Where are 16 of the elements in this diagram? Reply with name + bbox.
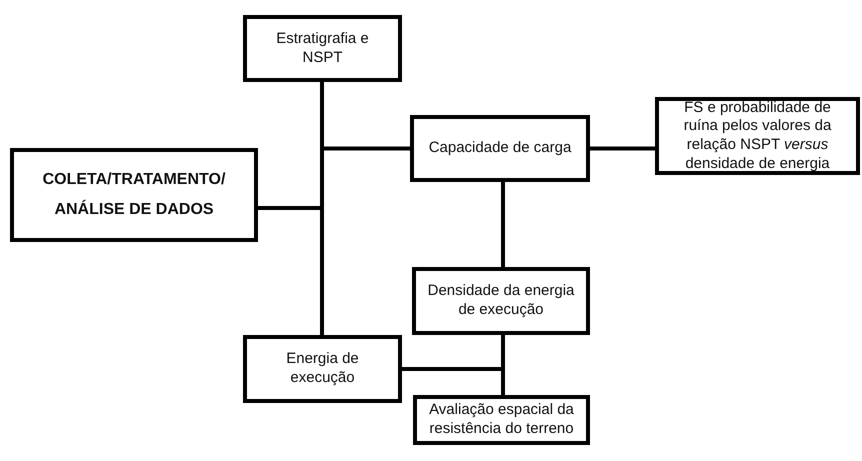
process-box [655, 97, 860, 175]
process-box [410, 115, 590, 182]
process-box [412, 267, 590, 335]
process-box [10, 148, 258, 242]
box-label: Capacidade de carga [428, 139, 572, 158]
connector-line [501, 182, 505, 267]
box-label: Energia de execução [285, 350, 360, 388]
box-label: Densidade da energia de execução [426, 282, 576, 320]
process-box [413, 395, 590, 445]
connector-line [590, 146, 655, 150]
box-label: COLETA/TRATAMENTO/ ANÁLISE DE DADOS [42, 170, 226, 220]
box-label: Estratigrafia e NSPT [275, 30, 370, 68]
process-box [243, 335, 402, 403]
box-label: Avaliação espacial da resistência do terreno [428, 401, 575, 439]
process-box [243, 15, 402, 82]
box-label: FS e probabilidade de ruína pelos valores da relação NSPT versus densidade de energia [682, 98, 832, 174]
